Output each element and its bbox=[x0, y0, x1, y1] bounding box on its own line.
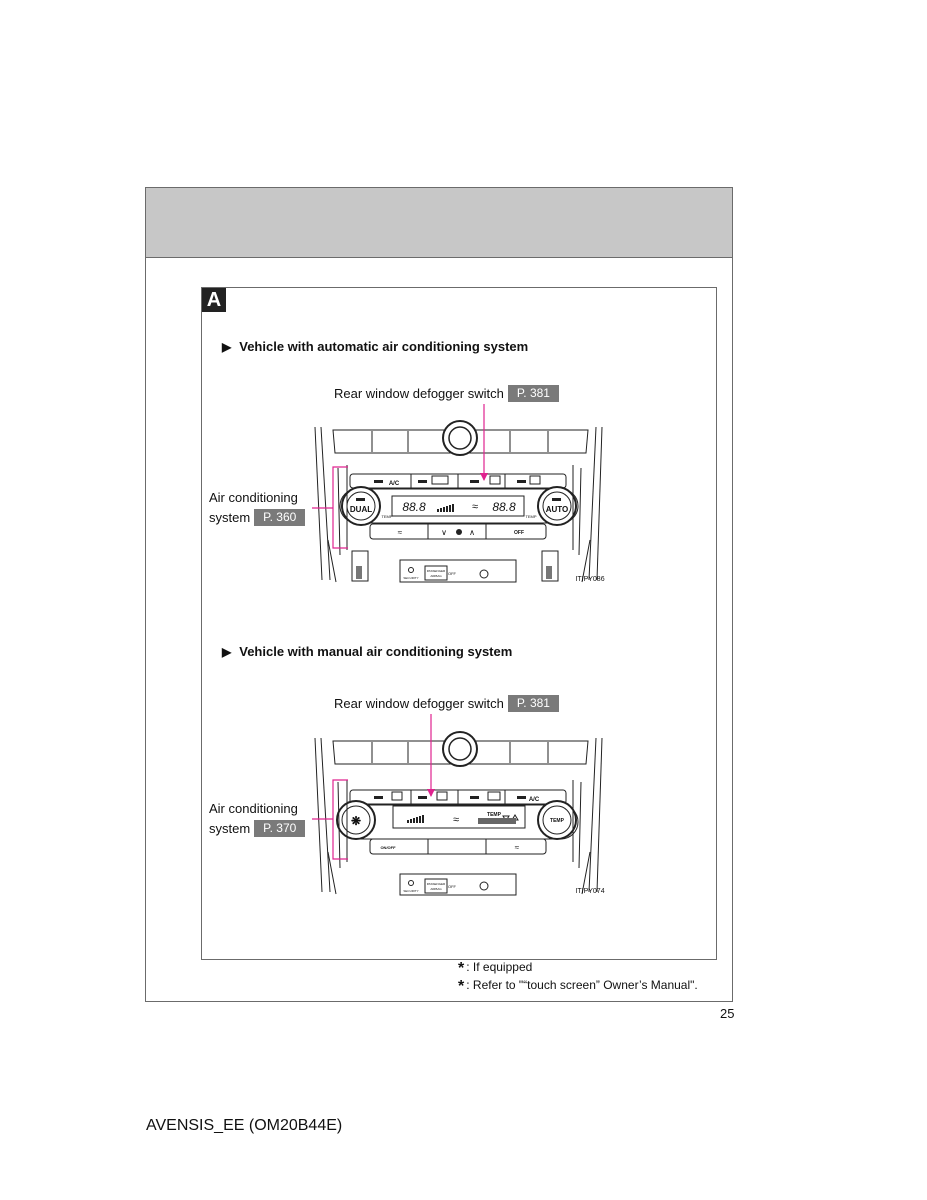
footnote-text: : If equipped bbox=[466, 960, 533, 974]
footnote-mark: * bbox=[458, 978, 465, 995]
manual-airbag-label-2: AIRBAG bbox=[430, 887, 442, 891]
manual-defogger-label: Rear window defogger switch bbox=[334, 696, 504, 711]
manual-ac-button[interactable]: A/C bbox=[529, 797, 540, 803]
auto-ac-heading-text: Vehicle with automatic air conditioning … bbox=[239, 339, 529, 354]
auto-fan-down-icon[interactable]: ∨ bbox=[441, 528, 447, 537]
auto-ac-label-line2: system bbox=[209, 510, 251, 525]
auto-temp-left-label: TEMP bbox=[381, 514, 392, 519]
auto-airbag-label-2: AIRBAG bbox=[430, 574, 442, 578]
auto-dual-knob[interactable]: DUAL bbox=[350, 505, 372, 514]
auto-display-left-temp: 88.8 bbox=[402, 500, 426, 514]
triangle-bullet-icon: ▶ bbox=[222, 340, 232, 354]
content-box bbox=[201, 287, 717, 960]
manual-display-temp-label: TEMP bbox=[487, 812, 502, 818]
auto-air-flow-icon: ≈ bbox=[472, 501, 478, 513]
auto-ac-button[interactable]: A/C bbox=[389, 481, 400, 487]
triangle-bullet-icon: ▶ bbox=[222, 645, 232, 659]
footnote-text: : Refer to "“touch screen” Owner’s Manua… bbox=[466, 978, 698, 992]
auto-airbag-off-label: OFF bbox=[448, 571, 457, 576]
manual-fan-knob-icon[interactable]: ❋ bbox=[351, 814, 361, 828]
manual-fan-level-bars bbox=[407, 815, 424, 823]
manual-ac-heading-text: Vehicle with manual air conditioning sys… bbox=[239, 644, 513, 659]
auto-fan-level-bars bbox=[437, 504, 454, 512]
manual-callout-lines bbox=[312, 714, 435, 860]
auto-off-button[interactable]: OFF bbox=[514, 530, 524, 536]
header-band bbox=[146, 188, 732, 258]
manual-recirculate-icon[interactable]: ≈ bbox=[515, 843, 520, 852]
manual-onoff-button[interactable]: ON/OFF bbox=[380, 845, 396, 850]
auto-fan-up-icon[interactable]: ∧ bbox=[469, 528, 475, 537]
auto-recirculate-icon[interactable]: ≈ bbox=[398, 528, 403, 537]
auto-ac-panel-diagram: A/C DUAL AUTO TEMP TEMP 88.8 88.8 ≈ ≈ ∨ … bbox=[312, 404, 605, 583]
auto-ac-page-ref[interactable]: P. 360 bbox=[254, 509, 306, 526]
auto-auto-knob[interactable]: AUTO bbox=[546, 505, 569, 514]
manual-ac-label-line2: system bbox=[209, 821, 251, 836]
auto-temp-right-label: TEMP bbox=[525, 514, 536, 519]
auto-display-right-temp: 88.8 bbox=[492, 500, 516, 514]
manual-airbag-off-label: OFF bbox=[448, 884, 457, 889]
footnote-mark: * bbox=[458, 960, 465, 977]
manual-ac-panel-diagram: A/C ❋ TEMP TEMP ≈ ON/OFF ≈ SECURITY PASS… bbox=[312, 714, 605, 896]
manual-defogger-page-ref[interactable]: P. 381 bbox=[507, 695, 559, 712]
manual-ac-page-ref[interactable]: P. 370 bbox=[254, 820, 306, 837]
auto-ac-label-line1: Air conditioning bbox=[209, 490, 298, 505]
manual-temp-scale-bar bbox=[478, 818, 516, 824]
manual-temp-knob[interactable]: TEMP bbox=[550, 818, 565, 824]
footnote-if-equipped: *: If equipped bbox=[458, 960, 532, 978]
auto-figure-id: ITIPY086 bbox=[575, 576, 604, 583]
auto-security-label: SECURITY bbox=[403, 576, 418, 580]
manual-airbag-label-1: PASSENGER bbox=[427, 882, 446, 886]
manual-ac-heading: ▶ Vehicle with manual air conditioning sy… bbox=[222, 644, 512, 659]
auto-callout-lines bbox=[312, 404, 488, 549]
auto-airbag-label-1: PASSENGER bbox=[427, 569, 446, 573]
footnote-touch-screen: *: Refer to "“touch screen” Owner’s Manu… bbox=[458, 978, 698, 996]
page-frame bbox=[145, 187, 733, 1002]
auto-defogger-page-ref[interactable]: P. 381 bbox=[507, 385, 559, 402]
document-id: AVENSIS_EE (OM20B44E) bbox=[146, 1117, 343, 1134]
auto-ac-heading: ▶ Vehicle with automatic air conditioning… bbox=[222, 339, 528, 354]
manual-ac-label-line1: Air conditioning bbox=[209, 801, 298, 816]
manual-security-label: SECURITY bbox=[403, 889, 418, 893]
manual-air-flow-icon: ≈ bbox=[453, 814, 459, 826]
manual-figure-id: ITIPY074 bbox=[575, 888, 604, 895]
auto-defogger-label: Rear window defogger switch bbox=[334, 386, 504, 401]
section-letter: A bbox=[202, 288, 226, 312]
page-number: 25 bbox=[720, 1006, 735, 1021]
